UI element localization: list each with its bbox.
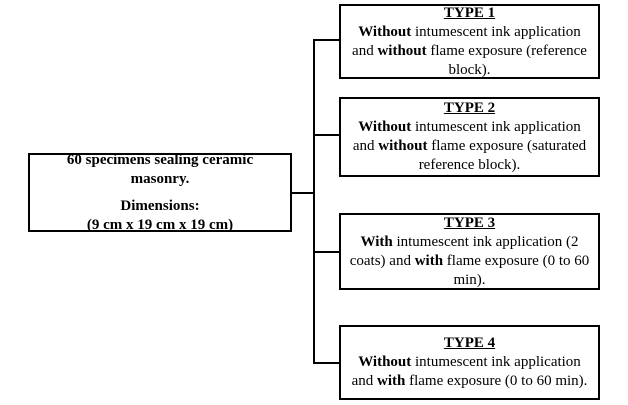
type-4-box: TYPE 4 Without intumescent ink applicati… xyxy=(339,325,600,400)
type-4-description: Without intumescent ink application and … xyxy=(351,354,588,389)
type-2-title: TYPE 2 xyxy=(443,100,496,116)
connector-trunk xyxy=(313,39,315,364)
type-2-box: TYPE 2 Without intumescent ink applicati… xyxy=(339,97,600,177)
connector-branch-type2 xyxy=(313,134,339,136)
root-specimens-text: 60 specimens sealing ceramic masonry. xyxy=(66,151,254,187)
connector-branch-type1 xyxy=(313,39,339,41)
connector-root-stub xyxy=(291,192,315,194)
type-3-box: TYPE 3 With intumescent ink application … xyxy=(339,213,600,290)
type-4-title: TYPE 4 xyxy=(443,335,496,351)
connector-branch-type4 xyxy=(313,362,339,364)
root-dimensions-value: (9 cm x 19 cm x 19 cm) xyxy=(86,216,234,233)
root-dimensions-label: Dimensions: xyxy=(120,197,200,214)
type-3-title: TYPE 3 xyxy=(443,214,496,231)
root-specimens-box: 60 specimens sealing ceramic masonry. Di… xyxy=(28,151,292,233)
type-2-description: Without intumescent ink application and … xyxy=(352,119,587,173)
type-1-title: TYPE 1 xyxy=(443,4,496,21)
type-1-box: TYPE 1 Without intumescent ink applicati… xyxy=(339,4,600,79)
type-1-description: Without intumescent ink application and … xyxy=(352,23,587,78)
type-3-description: With intumescent ink application (2 coat… xyxy=(349,233,590,288)
connector-branch-type3 xyxy=(313,251,339,253)
